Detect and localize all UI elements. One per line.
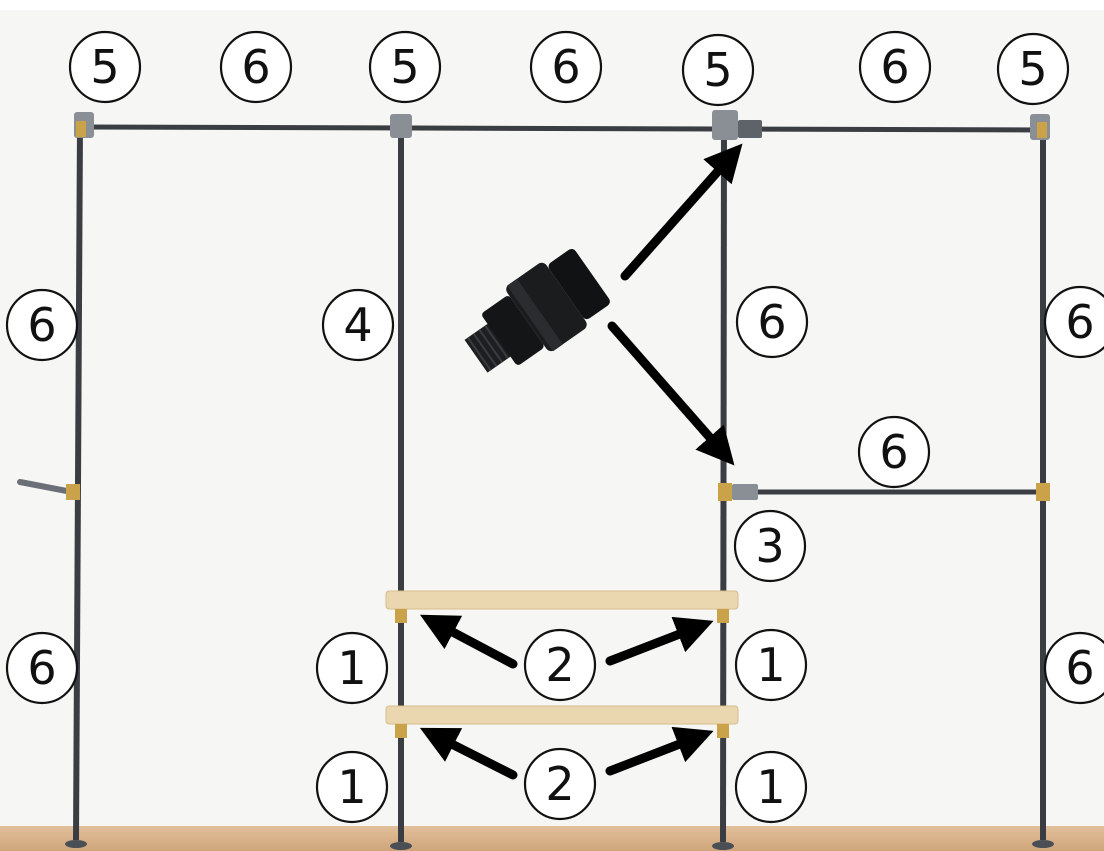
callout: 1: [736, 630, 806, 700]
callout-label: 5: [90, 40, 119, 94]
brass-tee: [718, 483, 732, 501]
callout-label: 5: [1018, 42, 1047, 96]
callout: 1: [736, 752, 806, 822]
shelf-upper: [386, 591, 738, 609]
callout: 6: [7, 290, 77, 360]
callout: 2: [525, 630, 595, 700]
callout-label: 3: [755, 519, 784, 573]
callout-label: 6: [27, 298, 56, 352]
callout-label: 2: [545, 638, 574, 692]
top-rail: [82, 127, 1043, 130]
union-fitting: [738, 120, 762, 138]
floor: [0, 826, 1104, 851]
callout-label: 6: [1065, 641, 1094, 695]
callout: 1: [317, 752, 387, 822]
callout-label: 1: [337, 760, 366, 814]
callout: 4: [323, 290, 393, 360]
callout-label: 1: [756, 760, 785, 814]
callout: 6: [1045, 287, 1104, 357]
union-fitting: [732, 484, 758, 500]
callout: 6: [221, 32, 291, 102]
callout: 5: [70, 32, 140, 102]
callout: 1: [317, 633, 387, 703]
callout: 5: [683, 35, 753, 105]
callout: 6: [737, 287, 807, 357]
callout-label: 6: [1065, 295, 1094, 349]
callout: 5: [998, 34, 1068, 104]
callout: 6: [859, 417, 929, 487]
callout-label: 6: [27, 641, 56, 695]
brass-coupling: [1037, 122, 1047, 138]
shelf-flange: [395, 724, 407, 738]
callout: 6: [531, 32, 601, 102]
callout: 6: [7, 633, 77, 703]
shelf-flange: [717, 609, 729, 623]
tee-fitting: [390, 114, 412, 138]
callout-label: 1: [337, 641, 366, 695]
brass-coupling: [76, 121, 86, 137]
callout: 6: [860, 32, 930, 102]
shelf-flange: [395, 609, 407, 623]
shelf-lower: [386, 706, 738, 724]
tee-fitting: [712, 110, 738, 140]
callout-label: 6: [551, 40, 580, 94]
callout: 2: [525, 749, 595, 819]
callout-label: 1: [756, 638, 785, 692]
brass-tee: [1036, 483, 1050, 501]
callout-label: 4: [343, 298, 372, 352]
callout-label: 6: [880, 40, 909, 94]
upright-left: [76, 125, 80, 840]
callout: 3: [735, 511, 805, 581]
shelf-flange: [717, 724, 729, 738]
callout-label: 6: [879, 425, 908, 479]
callout-label: 2: [545, 757, 574, 811]
callout: 5: [370, 32, 440, 102]
callout: 6: [1045, 633, 1104, 703]
callout-label: 6: [241, 40, 270, 94]
callout-label: 5: [703, 43, 732, 97]
callout-label: 6: [757, 295, 786, 349]
callout-label: 5: [390, 40, 419, 94]
